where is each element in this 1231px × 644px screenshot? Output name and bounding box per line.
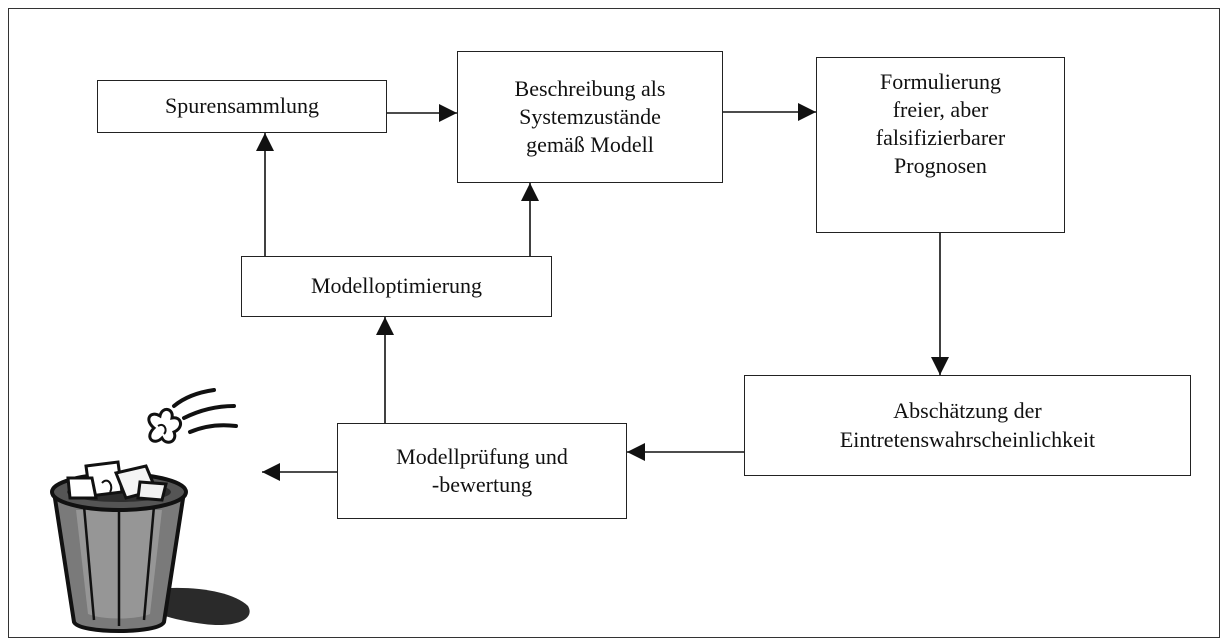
node-modellpruefung-label: Modellprüfung und -bewertung <box>396 443 568 497</box>
node-beschreibung: Beschreibung als Systemzustände gemäß Mo… <box>457 51 723 183</box>
node-beschreibung-label: Beschreibung als Systemzustände gemäß Mo… <box>514 75 666 158</box>
node-abschaetzung: Abschätzung der Eintretenswahrscheinlich… <box>744 375 1191 476</box>
node-formulierung-label: Formulierung freier, aber falsifizierbar… <box>875 69 1006 179</box>
node-modellpruefung: Modellprüfung und -bewertung <box>337 423 627 519</box>
node-spurensammlung: Spurensammlung <box>97 80 387 133</box>
node-modelloptimierung: Modelloptimierung <box>241 256 552 317</box>
node-modelloptimierung-label: Modelloptimierung <box>310 273 483 299</box>
node-abschaetzung-label: Abschätzung der Eintretenswahrscheinlich… <box>839 398 1096 452</box>
node-spurensammlung-label: Spurensammlung <box>165 93 319 119</box>
trash-bin-icon <box>50 388 250 633</box>
node-formulierung: Formulierung freier, aber falsifizierbar… <box>816 57 1065 233</box>
